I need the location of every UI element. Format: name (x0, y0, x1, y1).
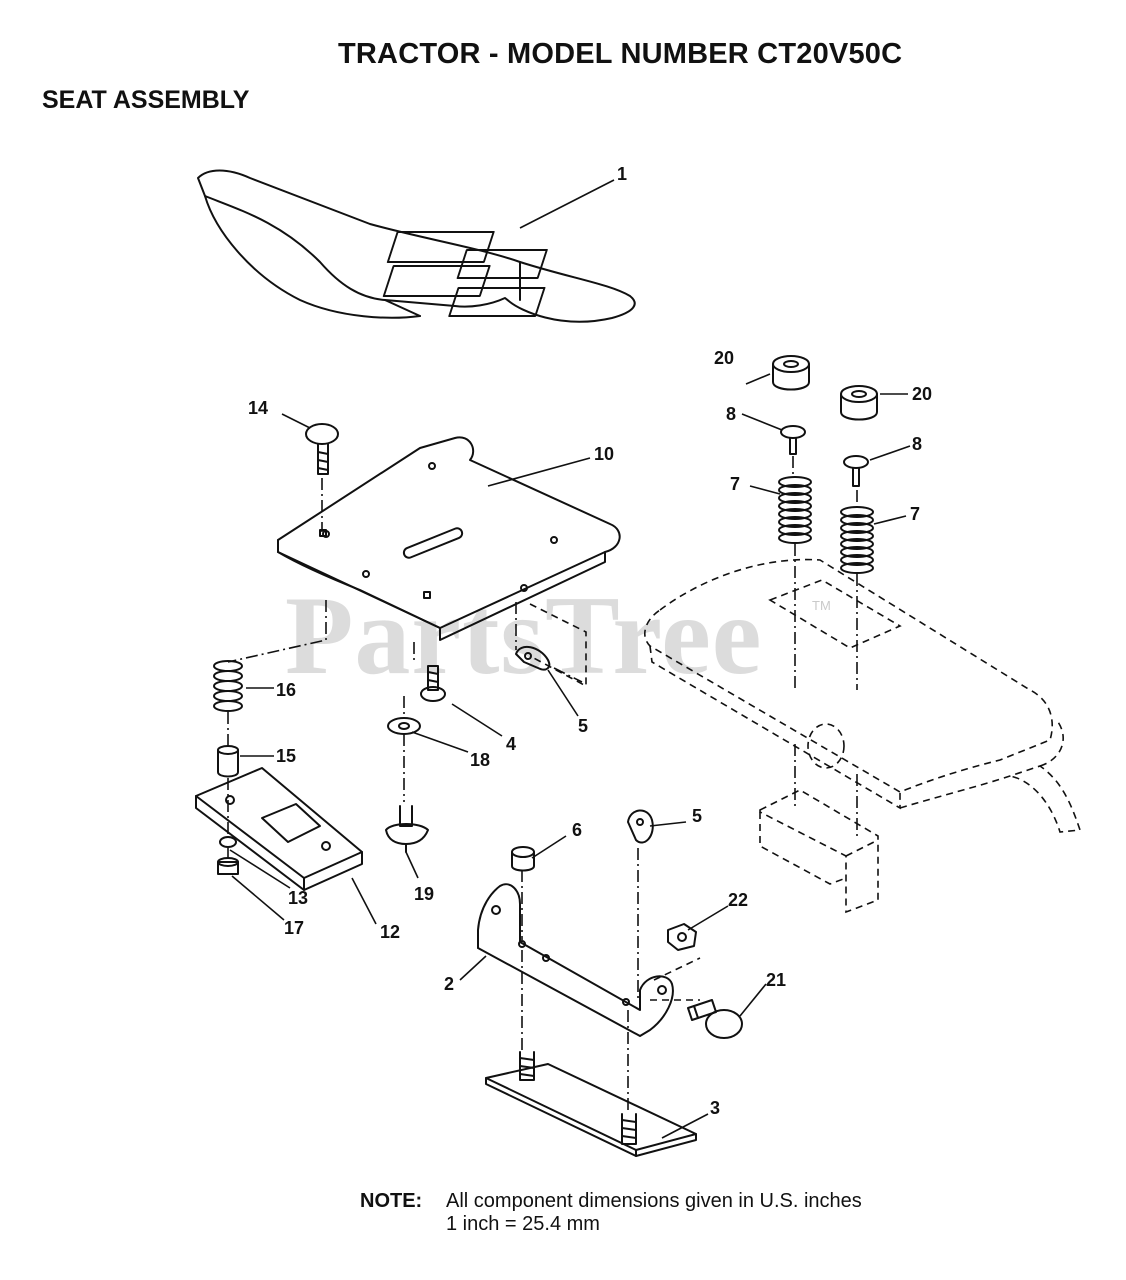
nut-22-part[interactable] (667, 923, 697, 951)
spacer-15-part[interactable] (217, 745, 239, 778)
callout-6: 6 (572, 820, 582, 840)
callout-17: 17 (284, 918, 304, 938)
callout-5a: 5 (578, 716, 588, 736)
callout-16: 16 (276, 680, 296, 700)
washer-18-part[interactable] (387, 717, 421, 735)
tractor-frame-reference (529, 558, 1082, 1001)
washer-13-part[interactable] (219, 836, 237, 848)
watermark-tm: TM (812, 598, 831, 613)
callout-7a: 7 (730, 474, 740, 494)
callout-2: 2 (444, 974, 454, 994)
bumper-20b-part[interactable] (840, 385, 878, 421)
dimension-note: NOTE: All component dimensions given in U… (360, 1190, 862, 1236)
callout-labels: 1 2 3 4 5 5 6 7 7 8 8 10 12 13 14 15 16 … (248, 164, 932, 1118)
bumper-20a-part[interactable] (772, 355, 810, 391)
callout-20a: 20 (714, 348, 734, 368)
callout-19: 19 (414, 884, 434, 904)
spring-16-part[interactable] (213, 660, 243, 712)
callout-20b: 20 (912, 384, 932, 404)
callout-15: 15 (276, 746, 296, 766)
callout-7b: 7 (910, 504, 920, 524)
carriage-bolt-part[interactable] (305, 423, 339, 475)
note-line-1: All component dimensions given in U.S. i… (446, 1190, 862, 1212)
callout-4: 4 (506, 734, 516, 754)
callout-13: 13 (288, 888, 308, 908)
note-line-2: 1 inch = 25.4 mm (446, 1213, 600, 1235)
alignment-lines (227, 456, 858, 1110)
section-title: SEAT ASSEMBLY (42, 86, 250, 114)
slide-plate-part[interactable] (195, 767, 363, 891)
screw-8b-part[interactable] (843, 455, 869, 487)
callout-1: 1 (617, 164, 627, 184)
seat-pan-part[interactable] (277, 436, 621, 641)
callout-12: 12 (380, 922, 400, 942)
callout-3: 3 (710, 1098, 720, 1118)
callout-18: 18 (470, 750, 490, 770)
callout-10: 10 (594, 444, 614, 464)
shoulder-bolt-part[interactable] (687, 999, 743, 1039)
knob-part[interactable] (385, 805, 429, 853)
screw-8a-part[interactable] (780, 425, 806, 455)
pad-part[interactable] (485, 1051, 697, 1157)
clip-5a-part[interactable] (515, 645, 551, 671)
note-label: NOTE: (360, 1190, 423, 1212)
callout-5b: 5 (692, 806, 702, 826)
nut-6-part[interactable] (511, 846, 535, 872)
callout-21: 21 (766, 970, 786, 990)
page-title: TRACTOR - MODEL NUMBER CT20V50C (338, 38, 903, 70)
leader-lines (229, 179, 911, 1139)
callout-8b: 8 (912, 434, 922, 454)
callout-22: 22 (728, 890, 748, 910)
screw-4-part[interactable] (420, 665, 446, 702)
nut-17-part[interactable] (217, 857, 239, 875)
callout-8a: 8 (726, 404, 736, 424)
spring-7a-part[interactable] (778, 476, 812, 544)
clip-5b-part[interactable] (627, 809, 654, 844)
bracket-part[interactable] (477, 883, 674, 1037)
spring-7b-part[interactable] (840, 506, 874, 574)
callout-14: 14 (248, 398, 268, 418)
seat-part[interactable] (197, 169, 636, 323)
